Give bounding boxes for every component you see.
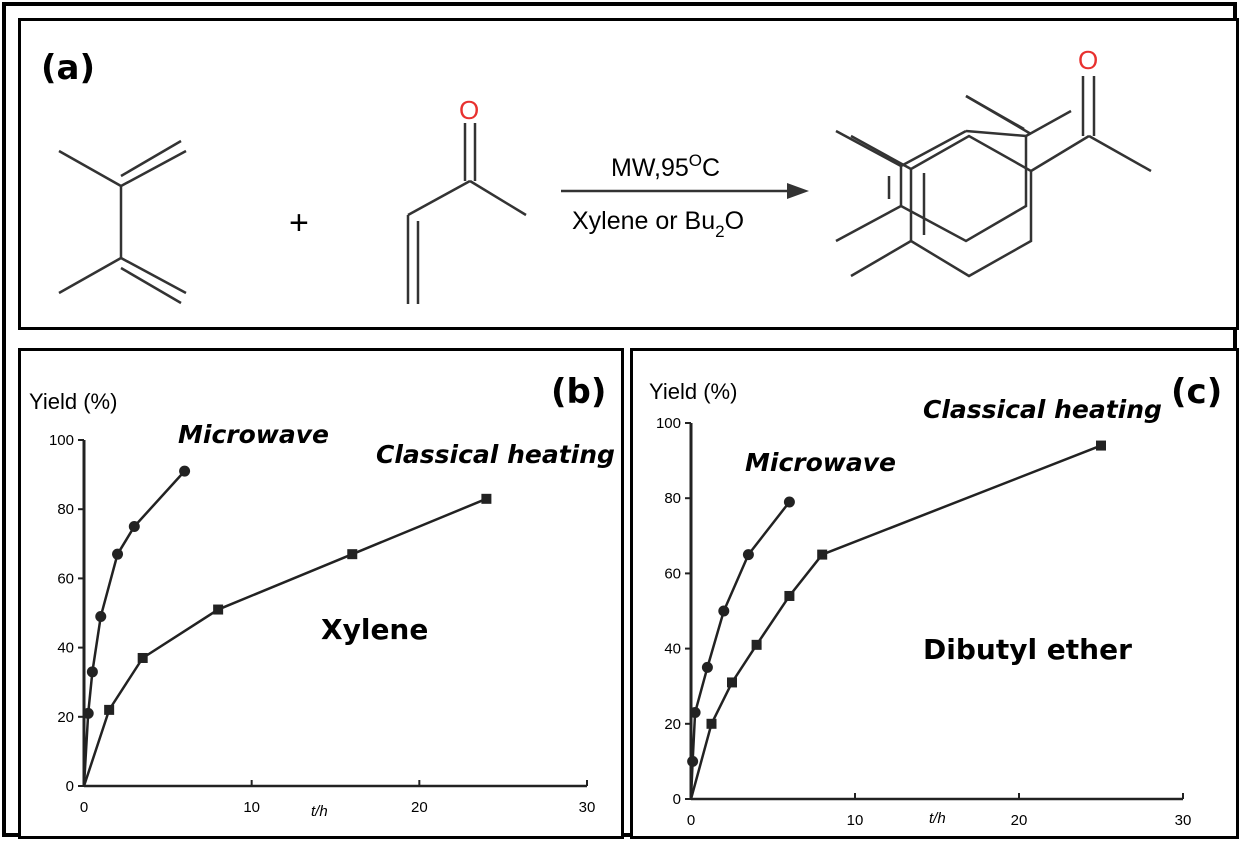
x-tick-label: 10 [847,812,864,829]
panel-label-c: (c) [1171,372,1222,412]
microwave-series-line [689,501,791,800]
solvent-label: Dibutyl ether [923,633,1132,666]
y-axis-label: Yield (%) [649,379,737,404]
classical-point [727,677,737,688]
classical-point [213,604,224,615]
y-tick-label: 20 [57,709,74,726]
series-label-microwave: Microwave [178,420,329,449]
microwave-point [86,666,98,678]
x-tick-label: 20 [411,799,428,816]
enone-structure [406,123,527,304]
microwave-point [112,548,124,560]
panel-label-b: (b) [551,372,606,412]
chart-xylene: Yield (%) (b) Microwave Classical heatin… [29,372,615,820]
classical-point [104,704,115,715]
microwave-point [82,707,94,719]
y-axis-label: Yield (%) [29,389,117,414]
axes: 0 20 40 60 80 100 0 10 20 30 [656,415,1191,829]
y-tick-label: 60 [57,570,74,587]
x-tick-label: 0 [80,799,88,816]
y-tick-label: 40 [57,640,74,657]
y-tick-label: 80 [57,501,74,518]
plus-sign: + [289,204,309,242]
microwave-point [179,465,191,477]
plot-area [82,465,492,787]
x-axis-label: t/h [929,810,946,827]
classical-series-line [82,497,487,787]
y-tick-label: 40 [664,641,681,658]
chart-dibutyl-ether: Yield (%) (c) Microwave Classical heatin… [649,372,1222,829]
microwave-point [689,707,701,719]
y-tick-label: 0 [66,778,74,795]
product-oxygen-atom: O [1078,45,1098,75]
y-tick-label: 0 [673,791,681,808]
classical-point [751,639,762,650]
chart-panel-b: Yield (%) (b) Microwave Classical heatin… [18,348,624,839]
x-tick-label: 30 [579,799,596,816]
solvent-label: Xylene [321,613,428,646]
series-label-classical: Classical heating [376,440,615,469]
x-axis-label: t/h [311,803,328,820]
microwave-point [687,755,699,767]
plot-area [687,440,1106,800]
x-tick-label: 20 [1011,812,1028,829]
reaction-panel: (a) + O MW,95OC Xylene or Bu2O [18,18,1239,330]
reaction-arrow [561,183,809,199]
oxygen-atom: O [459,95,479,125]
product-ring [850,76,1152,278]
classical-point [347,549,358,560]
y-tick-label: 60 [664,565,681,582]
y-tick-label: 100 [49,432,74,449]
classical-point [706,718,717,729]
classical-series-line [689,444,1102,800]
condition-temperature: MW,95OC [611,151,720,182]
microwave-point [718,605,730,617]
microwave-point [95,610,107,622]
y-tick-label: 100 [656,415,681,432]
x-tick-label: 10 [243,799,260,816]
reaction-scheme: (a) + O MW,95OC Xylene or Bu2O [41,45,1152,305]
diene-structure [58,139,187,305]
panel-label-a: (a) [41,48,95,88]
x-tick-label: 30 [1175,812,1192,829]
condition-solvent: Xylene or Bu2O [572,207,744,241]
classical-point [817,549,828,560]
classical-point [137,652,148,663]
microwave-point [701,661,713,673]
y-tick-label: 80 [664,490,681,507]
series-label-microwave: Microwave [745,448,896,477]
microwave-point [783,496,795,508]
x-tick-label: 0 [687,812,695,829]
y-tick-label: 20 [664,716,681,733]
classical-point [1096,440,1106,451]
axes: 0 20 40 60 80 100 0 10 20 30 [49,432,595,816]
series-label-classical: Classical heating [923,395,1162,424]
microwave-point [742,549,754,561]
product-structure [835,94,1072,243]
classical-point [784,590,795,601]
microwave-point [128,521,140,532]
chart-panel-c: Yield (%) (c) Microwave Classical heatin… [630,348,1239,839]
classical-point [481,493,492,504]
